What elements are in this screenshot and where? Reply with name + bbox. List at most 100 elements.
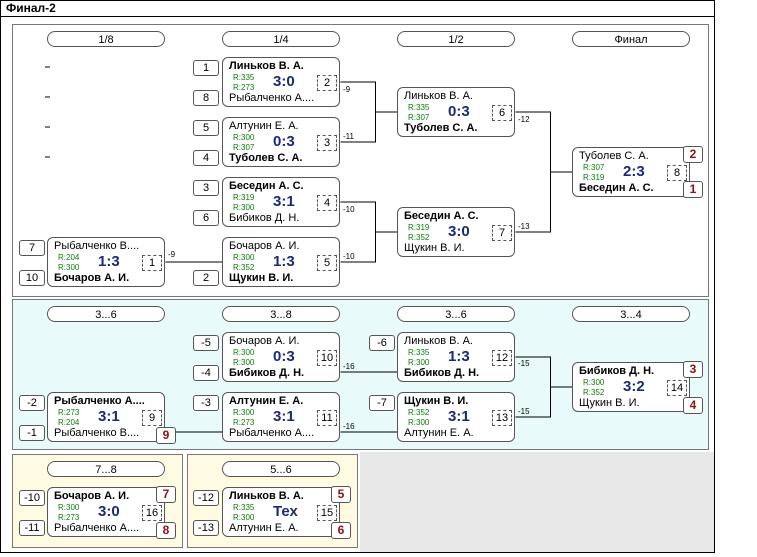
rating-top: R:335 (408, 348, 430, 357)
match-card[interactable]: Рыбалченко В.... R:204 R:300 1:3 1 Бочар… (47, 237, 165, 287)
rating-top: R:319 (408, 223, 430, 232)
rating-top: R:273 (58, 408, 80, 417)
place-badge: 8 (156, 522, 176, 539)
seed-box[interactable]: 4 (193, 150, 219, 166)
seed-box[interactable]: -13 (193, 520, 219, 536)
stage-header: Финал (572, 31, 690, 47)
player-bottom: Рыбалченко А.... (54, 522, 140, 534)
rating-bottom: R:352 (233, 263, 255, 272)
seed-box[interactable]: -6 (369, 335, 395, 351)
match-score: 3:0 (273, 73, 295, 90)
match-card[interactable]: Линьков В. А. R:335 R:273 3:0 2 Рыбалчен… (222, 57, 340, 107)
seed-box[interactable]: -11 (19, 520, 45, 536)
match-score: 1:3 (98, 253, 120, 270)
match-number: 6 (492, 105, 512, 121)
rating-bottom: R:300 (58, 263, 80, 272)
match-card[interactable]: Беседин А. С. R:319 R:300 3:1 4 Бибиков … (222, 177, 340, 227)
player-bottom: Рыбалченко В.... (54, 427, 140, 439)
rating-top: R:300 (233, 348, 255, 357)
match-number: 7 (492, 225, 512, 241)
player-bottom: Алтунин Е. А. (229, 522, 299, 534)
player-bottom: Бибиков Д. Н. (404, 367, 480, 379)
match-score: 3:2 (623, 378, 645, 395)
seed-box[interactable]: 3 (193, 180, 219, 196)
seed-box[interactable]: -1 (19, 425, 45, 441)
rating-bottom: R:273 (58, 513, 80, 522)
match-number: 14 (667, 380, 687, 396)
rating-bottom: R:300 (233, 358, 255, 367)
rating-top: R:335 (233, 73, 255, 82)
rating-top: R:335 (233, 503, 255, 512)
match-score: 2:3 (623, 163, 645, 180)
match-card[interactable]: Алтунин Е. А. R:300 R:273 3:1 11 Рыбалче… (222, 392, 340, 442)
match-score: 1:3 (448, 348, 470, 365)
seed-box[interactable]: 7 (19, 240, 45, 256)
match-card[interactable]: Беседин А. С. R:319 R:352 3:0 7 Щукин В.… (397, 207, 515, 257)
seed-box[interactable]: -7 (369, 395, 395, 411)
match-number: 16 (142, 505, 162, 521)
stage-header: 3...6 (47, 306, 165, 322)
match-card[interactable]: Бочаров А. И. R:300 R:300 0:3 10 Бибиков… (222, 332, 340, 382)
stage-header: 5...6 (222, 461, 340, 477)
place-badge: 3 (683, 361, 703, 378)
ref-label: -15 (518, 359, 530, 368)
match-card[interactable]: Бочаров А. И. R:300 R:352 1:3 5 Щукин В.… (222, 237, 340, 287)
match-card[interactable]: Бочаров А. И. R:300 R:273 3:0 16 Рыбалче… (47, 487, 165, 537)
seed-box[interactable]: 6 (193, 210, 219, 226)
seed-box[interactable]: -3 (193, 395, 219, 411)
seed-box[interactable]: -2 (19, 395, 45, 411)
rating-bottom: R:319 (583, 173, 605, 182)
match-number: 1 (142, 255, 162, 271)
player-top: Щукин В. И. (404, 395, 469, 407)
player-bottom: Алтунин Е. А. (404, 427, 474, 439)
match-number: 12 (492, 350, 512, 366)
match-score: 0:3 (273, 348, 295, 365)
player-bottom: Туболев С. А. (229, 152, 303, 164)
rating-bottom: R:300 (408, 358, 430, 367)
seed-box[interactable]: 10 (19, 270, 45, 286)
player-bottom: Рыбалченко А.... (229, 92, 315, 104)
title-divider (0, 16, 715, 17)
seed-box[interactable]: 1 (193, 60, 219, 76)
seed-box[interactable]: 8 (193, 90, 219, 106)
seed-box[interactable]: 5 (193, 120, 219, 136)
ref-label: -10 (343, 205, 355, 214)
rating-top: R:352 (408, 408, 430, 417)
place-badge: 9 (156, 427, 176, 444)
stage-header: 1/2 (397, 31, 515, 47)
seed-box[interactable]: 2 (193, 270, 219, 286)
seed-box[interactable]: -5 (193, 335, 219, 351)
player-top: Бибиков Д. Н. (579, 365, 655, 377)
match-card[interactable]: Щукин В. И. R:352 R:300 3:1 13 Алтунин Е… (397, 392, 515, 442)
seed-box[interactable]: -12 (193, 490, 219, 506)
place-badge: 6 (331, 522, 351, 539)
ref-label: -16 (343, 362, 355, 371)
rating-bottom: R:204 (58, 418, 80, 427)
bracket-window (0, 0, 715, 553)
stage-header: 7...8 (47, 461, 165, 477)
match-card[interactable]: Туболев С. А. R:307 R:319 2:3 8 Беседин … (572, 147, 690, 197)
ref-label: -9 (168, 250, 176, 259)
page-title: Финал-2 (6, 1, 56, 15)
match-card[interactable]: Линьков В. А. R:335 R:300 1:3 12 Бибиков… (397, 332, 515, 382)
player-bottom: Щукин В. И. (404, 242, 465, 254)
rating-top: R:300 (233, 253, 255, 262)
match-card[interactable]: Бибиков Д. Н. R:300 R:352 3:2 14 Щукин В… (572, 362, 690, 412)
rating-top: R:300 (583, 378, 605, 387)
match-number: 4 (317, 195, 337, 211)
empty-area (360, 452, 714, 552)
seed-box[interactable]: -10 (19, 490, 45, 506)
match-score: 3:0 (98, 503, 120, 520)
match-card[interactable]: Линьков В. А. R:335 R:307 0:3 6 Туболев … (397, 87, 515, 137)
match-number: 8 (667, 165, 687, 181)
player-bottom: Туболев С. А. (404, 122, 478, 134)
seed-box[interactable]: -4 (193, 365, 219, 381)
rating-top: R:319 (233, 193, 255, 202)
match-card[interactable]: Алтунин Е. А. R:300 R:307 0:3 3 Туболев … (222, 117, 340, 167)
player-top: Беседин А. С. (404, 210, 479, 222)
rating-bottom: R:307 (233, 143, 255, 152)
player-top: Бочаров А. И. (229, 335, 300, 347)
match-number: 5 (317, 255, 337, 271)
match-card[interactable]: Рыбалченко А.... R:273 R:204 3:1 9 Рыбал… (47, 392, 165, 442)
match-card[interactable]: Линьков В. А. R:335 R:300 Тех 15 Алтунин… (222, 487, 340, 537)
